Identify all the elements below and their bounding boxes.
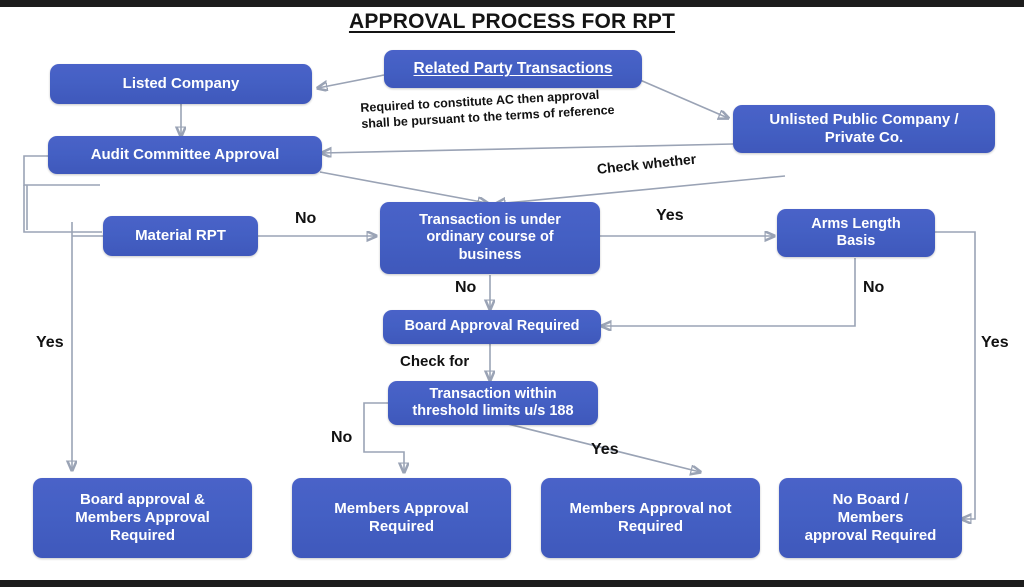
node-members-approval-required[interactable]: Members Approval Required <box>292 478 511 558</box>
node-board-and-members-approval-required[interactable]: Board approval & Members Approval Requir… <box>33 478 252 558</box>
edge-label-arms-length-no: No <box>863 279 885 296</box>
node-audit-committee-approval[interactable]: Audit Committee Approval <box>48 136 322 174</box>
edge-label-ordinary-course-no: No <box>455 279 477 296</box>
node-no-board-members-approval-required[interactable]: No Board / Members approval Required <box>779 478 962 558</box>
edge-label-arms-length-yes: Yes <box>981 334 1009 351</box>
page-title: APPROVAL PROCESS FOR RPT <box>348 10 676 33</box>
edge-label-check-whether: Check whether <box>596 150 697 177</box>
node-material-rpt[interactable]: Material RPT <box>103 216 258 256</box>
top-border-band <box>0 0 1024 7</box>
node-board-approval-required[interactable]: Board Approval Required <box>383 310 601 344</box>
edge-label-constitute-ac-note: Required to constitute AC then approval … <box>360 87 615 132</box>
node-threshold-limits[interactable]: Transaction within threshold limits u/s … <box>388 381 598 425</box>
edge-label-check-for: Check for <box>400 353 470 370</box>
edge-label-material-rpt-yes: Yes <box>36 334 64 351</box>
node-members-approval-not-required[interactable]: Members Approval not Required <box>541 478 760 558</box>
bottom-border-band <box>0 580 1024 587</box>
node-related-party-transactions[interactable]: Related Party Transactions <box>384 50 642 88</box>
edge-label-ordinary-course-yes: Yes <box>656 207 684 224</box>
node-arms-length-basis[interactable]: Arms Length Basis <box>777 209 935 257</box>
node-ordinary-course-of-business[interactable]: Transaction is under ordinary course of … <box>380 202 600 274</box>
node-listed-company[interactable]: Listed Company <box>50 64 312 104</box>
node-unlisted-public-company[interactable]: Unlisted Public Company / Private Co. <box>733 105 995 153</box>
edge-label-threshold-no: No <box>331 429 353 446</box>
edge-label-material-rpt-no: No <box>295 210 317 227</box>
edge-label-threshold-yes: Yes <box>591 441 619 458</box>
